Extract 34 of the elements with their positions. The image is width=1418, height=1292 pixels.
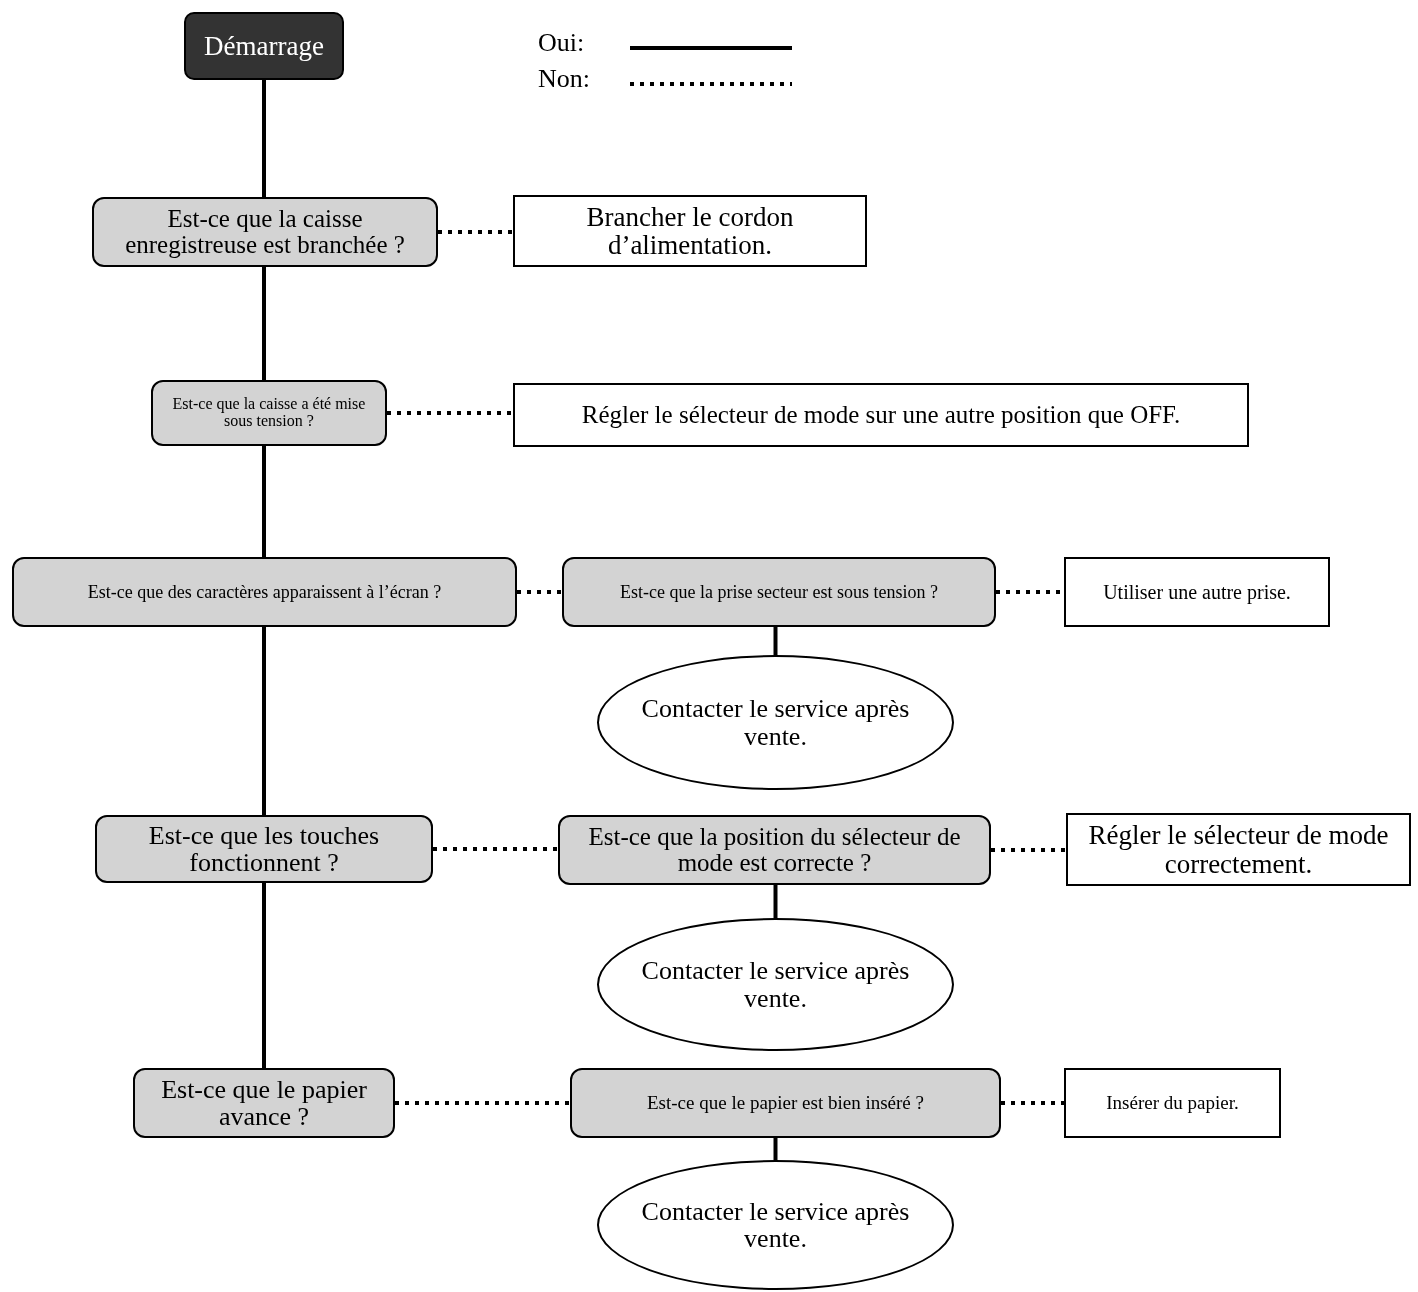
connector-line (262, 627, 266, 815)
connector-line (262, 80, 266, 197)
decision-box: Est-ce que des caractères apparaissent à l’écran ? (12, 557, 517, 627)
action-box: Régler le sélecteur de mode sur une autre position que OFF. (513, 383, 1249, 447)
connector-line (773, 885, 778, 918)
action-box: Utiliser une autre prise. (1064, 557, 1330, 627)
decision-box: Est-ce que le papier est bien inséré ? (570, 1068, 1001, 1138)
terminal-ellipse: Contacter le service après vente. (597, 918, 954, 1051)
start-box: Démarrage (184, 12, 344, 80)
action-box: Régler le sélecteur de mode correctement. (1066, 813, 1411, 886)
terminal-ellipse: Contacter le service après vente. (597, 1160, 954, 1290)
dotted-connector (387, 411, 513, 415)
decision-box: Est-ce que le papier avance ? (133, 1068, 395, 1138)
dotted-connector (395, 1101, 570, 1105)
dotted-connector (1001, 1101, 1064, 1105)
connector-line (773, 1138, 778, 1160)
terminal-ellipse: Contacter le service après vente. (597, 655, 954, 790)
decision-box: Est-ce que la prise secteur est sous tension ? (562, 557, 996, 627)
dotted-connector (517, 590, 562, 594)
decision-box: Est-ce que la position du sélecteur de mode est correcte ? (558, 815, 991, 885)
action-box: Insérer du papier. (1064, 1068, 1281, 1138)
legend-label: Oui: (538, 28, 585, 58)
dotted-connector (991, 848, 1066, 852)
connector-line (773, 627, 778, 655)
connector-line (262, 446, 266, 557)
action-box: Brancher le cordon d’alimentation. (513, 195, 867, 267)
decision-box: Est-ce que les touches fonctionnent ? (95, 815, 433, 883)
legend-label: Non: (538, 64, 590, 94)
dotted-connector (433, 847, 558, 851)
decision-box: Est-ce que la caisse a été mise sous tension ? (151, 380, 387, 446)
decision-box: Est-ce que la caisse enregistreuse est branchée ? (92, 197, 438, 267)
connector-line (262, 883, 266, 1068)
connector-line (262, 267, 266, 380)
dotted-connector (438, 230, 513, 234)
